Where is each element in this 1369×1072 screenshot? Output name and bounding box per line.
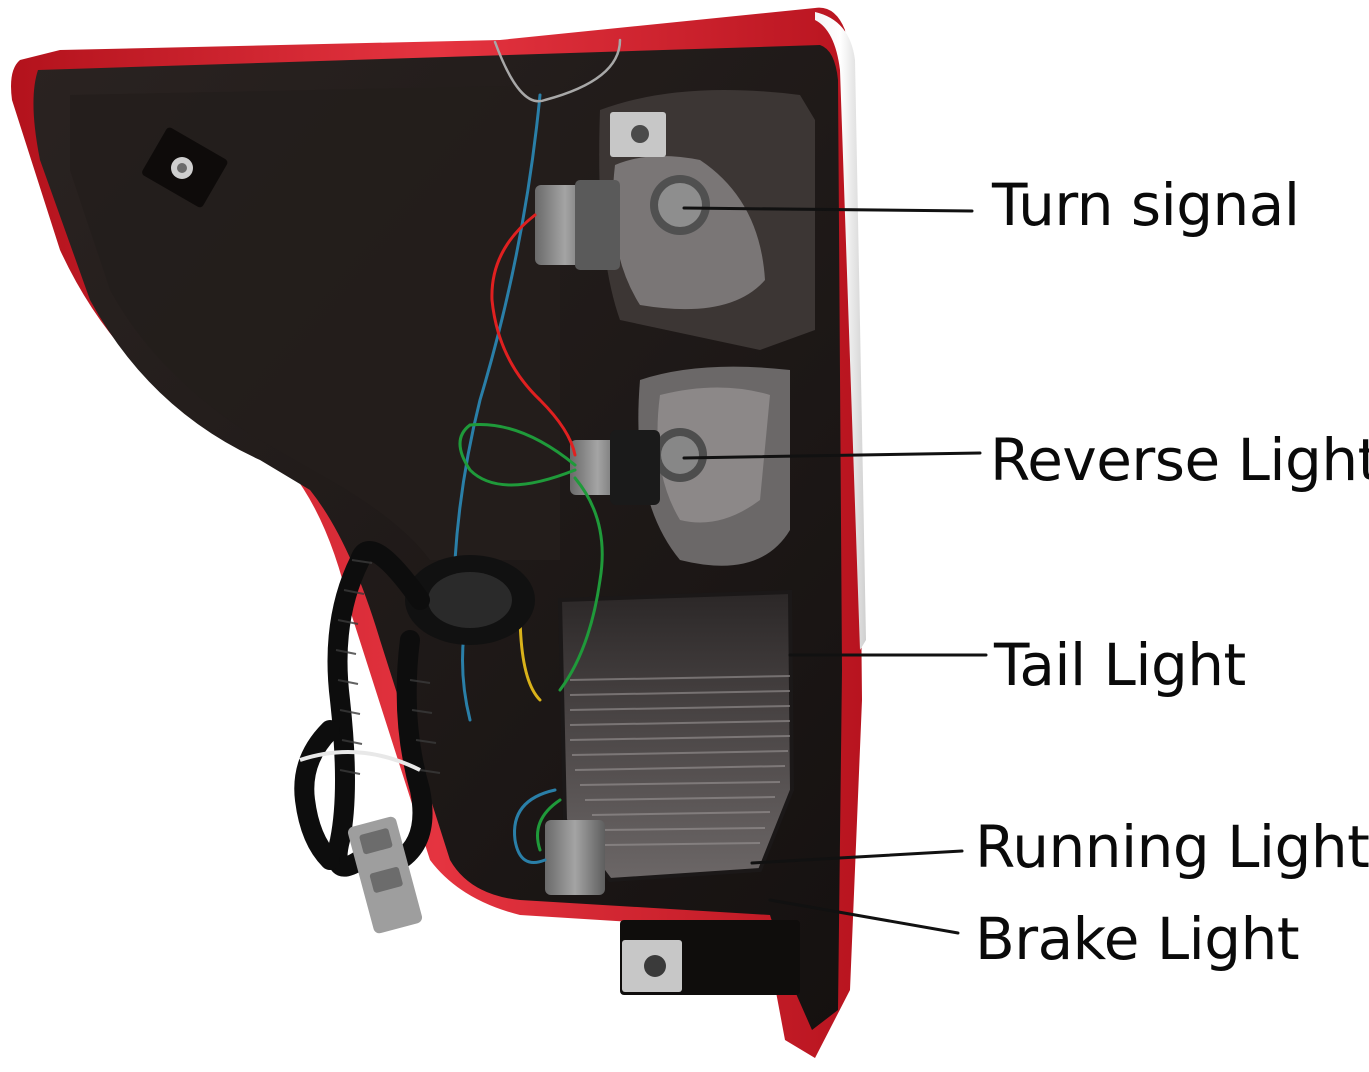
leader-line-brake <box>768 898 960 935</box>
bottom-bracket <box>620 920 800 995</box>
callout-brake-light: Brake Light <box>975 905 1300 973</box>
tail-light-box <box>557 589 795 883</box>
harness-loom <box>294 541 433 877</box>
mounting-stud-icon <box>142 127 228 208</box>
callout-reverse-light: Reverse Light <box>990 426 1369 494</box>
wiring <box>453 38 622 864</box>
reverse-light-socket-icon <box>570 430 660 505</box>
zip-tie <box>299 750 421 772</box>
inner-panel <box>70 85 560 560</box>
turn-signal-chamber <box>599 90 815 350</box>
callout-running-light: Running Light <box>975 813 1369 881</box>
reverse-light-chamber <box>638 366 790 566</box>
leader-line-reverse <box>682 451 982 460</box>
leader-lines <box>682 206 988 935</box>
callout-turn-signal: Turn signal <box>992 171 1300 239</box>
harness-connector-icon <box>347 816 423 934</box>
harness-ribs <box>335 559 441 775</box>
turn-signal-socket-icon <box>535 180 620 270</box>
chrome-edge-strip <box>815 12 866 650</box>
grommet <box>405 555 535 645</box>
callout-tail-light: Tail Light <box>994 631 1246 699</box>
leader-line-turn <box>682 206 974 213</box>
brake-light-socket-icon <box>545 820 605 895</box>
leader-line-running <box>750 849 964 865</box>
lens-ribs <box>569 675 791 846</box>
